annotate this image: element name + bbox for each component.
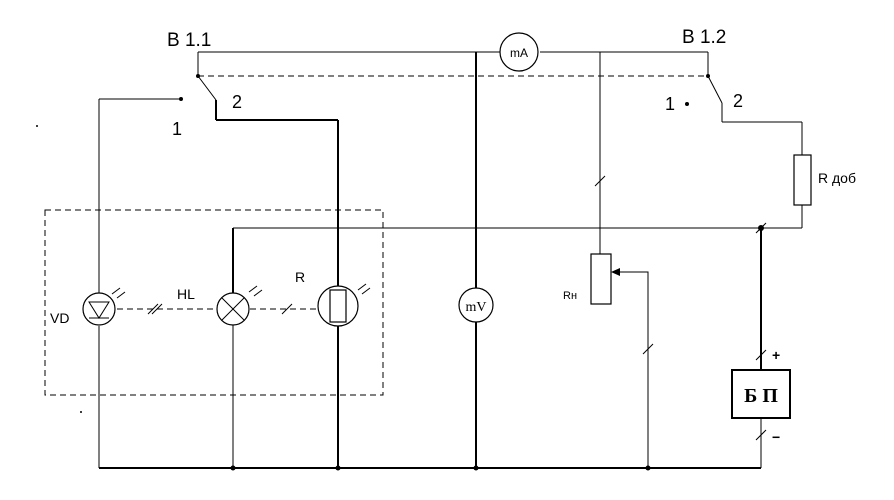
switch-b1-2: B 1.2 1 2	[665, 27, 743, 122]
photoresistor-label: R	[295, 269, 305, 285]
switch-b1-2-label: B 1.2	[682, 27, 726, 48]
power-supply: Б П + −	[731, 347, 791, 445]
photodiode-vd: VD	[50, 287, 126, 326]
lamp-hl: HL	[177, 285, 263, 326]
load-rheostat-rn: Rн	[563, 253, 654, 468]
switch-b1-1-pos1: 1	[172, 119, 182, 139]
switch-b1-1: B 1.1 1 2	[167, 30, 242, 139]
sensor-enclosure	[44, 209, 384, 396]
top-bus	[197, 51, 709, 76]
load-rheostat-label: Rн	[563, 290, 577, 302]
millivoltmeter: mV	[458, 287, 494, 323]
power-supply-minus: −	[772, 429, 780, 445]
switch-b1-2-pos1: 1	[665, 94, 675, 114]
power-supply-label: Б П	[744, 385, 778, 407]
switch-b1-2-pos2: 2	[733, 91, 743, 111]
switch-b1-1-pos2: 2	[232, 92, 242, 112]
added-resistor-label: R доб	[818, 170, 856, 186]
power-supply-plus: +	[772, 347, 780, 363]
lamp-label: HL	[177, 286, 195, 302]
photoresistor-r: R	[295, 269, 371, 327]
switch-b1-1-label: B 1.1	[167, 30, 211, 51]
milliammeter-label: mA	[510, 46, 528, 60]
millivoltmeter-label: mV	[466, 300, 487, 315]
milliammeter: mA	[499, 32, 539, 72]
photodiode-label: VD	[50, 310, 69, 326]
added-resistor-r-dob: R доб	[793, 154, 856, 206]
